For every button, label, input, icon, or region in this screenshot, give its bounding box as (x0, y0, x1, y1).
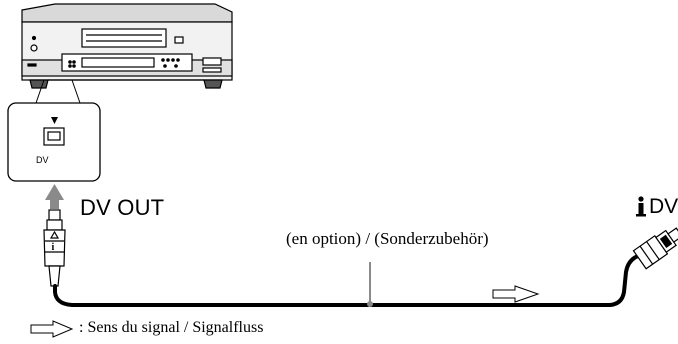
dv-port-icon (43, 127, 65, 146)
dv-port-box (7, 102, 101, 182)
dv-in-label: DV (649, 195, 678, 218)
i-link-icon (636, 196, 646, 217)
dv-out-label: DV OUT (80, 195, 165, 220)
legend-arrow-icon (30, 320, 74, 338)
signal-direction-icon (492, 285, 540, 303)
callout-connector (35, 79, 81, 104)
vcr-device-icon (21, 3, 233, 89)
dv-plug-icon (632, 227, 678, 270)
svg-text:i: i (52, 242, 55, 253)
dv-plug-left: i (43, 209, 66, 287)
legend-text: : Sens du signal / Signalfluss (79, 319, 264, 336)
port-pointer-icon (51, 117, 58, 124)
cable-note-leader (367, 262, 373, 307)
cable-note: (en option) / (Sonderzubehör) (286, 229, 489, 248)
signal-arrow-icon (45, 184, 64, 209)
dv-cable (53, 254, 640, 307)
port-label: DV (36, 155, 49, 165)
